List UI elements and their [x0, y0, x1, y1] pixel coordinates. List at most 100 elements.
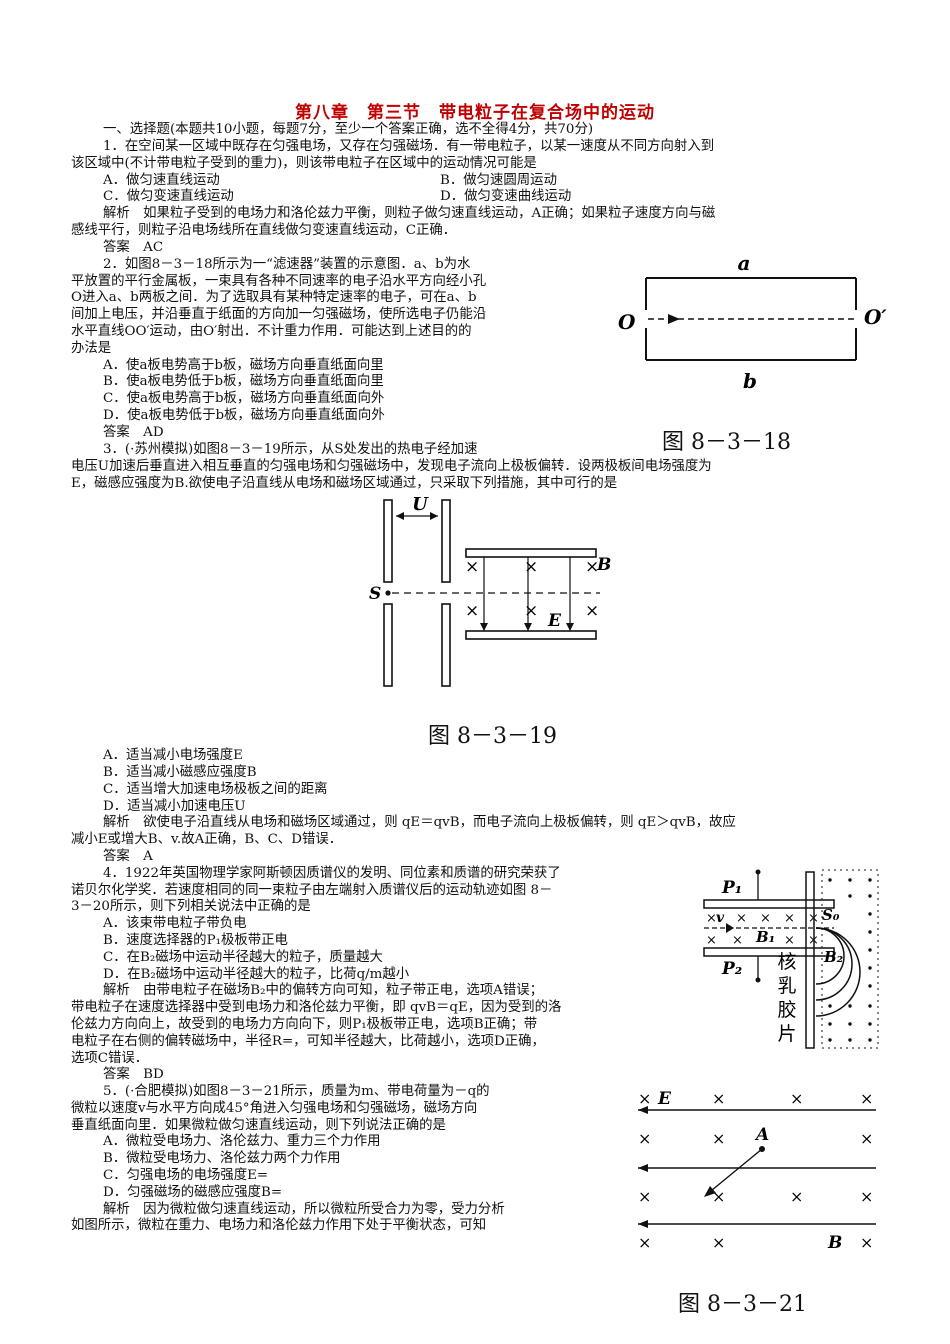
- svg-text:×: ×: [638, 1129, 651, 1148]
- plate-p1: [703, 899, 835, 909]
- q4-stem-line: 3－20所示，则下列相关说法中正确的是: [71, 899, 311, 914]
- q2-stem-line: 水平直线OO′运动，由O′射出．不计重力作用．可能达到上述目的的: [71, 324, 472, 339]
- label-e: E: [657, 1089, 672, 1109]
- svg-text:×: ×: [760, 911, 771, 926]
- label-a: a: [738, 251, 751, 275]
- q2-stem-line: 2．如图8－3－18所示为一“滤速器”装置的示意图．a、b为水: [103, 257, 471, 272]
- q4-stem-line: 诺贝尔化学奖．若速度相同的同一束粒子由左端射入质谱仪后的运动轨迹如图 8－: [71, 883, 553, 898]
- velocity-line: [705, 1148, 763, 1196]
- q3-analysis-line: 解析 欲使电子沿直线从电场和磁场区域通过，则 qE＝qvB，而电子流向上极板偏转…: [103, 815, 736, 830]
- q4-option-a: A．该束带电粒子带负电: [103, 916, 247, 931]
- svg-text:×: ×: [585, 557, 599, 577]
- svg-text:×: ×: [790, 1187, 803, 1206]
- q3-answer: 答案 A: [103, 849, 153, 864]
- q5-option-c: C．匀强电场的电场强度E=: [103, 1168, 269, 1183]
- q4-analysis-line: 带电粒子在速度选择器中受到电场力和洛伦兹力平衡，即 qvB＝qE，因为受到的洛: [71, 1000, 562, 1015]
- label-s0: S₀: [822, 906, 840, 924]
- section-intro: 一、选择题(本题共10小题，每题7分，至少一个答案正确，选不全得4分，共70分): [103, 122, 594, 137]
- figure-caption: 图 8－3－18: [662, 430, 791, 455]
- svg-text:×: ×: [638, 1233, 651, 1252]
- q4-option-d: D．在B₂磁场中运动半径越大的粒子，比荷q/m越小: [103, 967, 410, 982]
- svg-text:×: ×: [638, 1187, 651, 1206]
- figure-caption: 图 8－3－21: [678, 1292, 807, 1317]
- q3-stem-line: 电压U加速后垂直进入相互垂直的匀强电场和匀强磁场中，发现电子流向上极板偏转．设两…: [71, 459, 712, 474]
- svg-text:×: ×: [784, 911, 795, 926]
- svg-text:×: ×: [784, 933, 795, 948]
- figure-8-3-20: P₁ P₂ v ××××× ×××× B₁ S₀ B₂ 核 乳 胶 片: [703, 869, 879, 1049]
- q2-option-d: D．使a板电势低于b板，磁场方向垂直纸面向外: [103, 408, 385, 423]
- q4-analysis-line: 伦兹力方向向上，故受到的电场力方向向下，则P₁极板带正电，选项B正确；带: [71, 1017, 538, 1032]
- label-s: S: [369, 584, 381, 604]
- q4-option-b: B．速度选择器的P₁极板带正电: [103, 933, 288, 948]
- q5-analysis-line: 解析 因为微粒做匀速直线运动，所以微粒所受合力为零，受力分析: [103, 1202, 505, 1217]
- q3-option-d: D．适当减小加速电压U: [103, 799, 246, 814]
- q1-analysis-line: 解析 如果粒子受到的电场力和洛伦兹力平衡，则粒子做匀速直线运动，A正确；如果粒子…: [103, 206, 716, 221]
- q4-answer: 答案 BD: [103, 1067, 164, 1082]
- q4-analysis-line: 选项C错误．: [71, 1051, 149, 1066]
- q2-stem-line: O进入a、b两板之间．为了选取具有某种特定速率的电子，可在a、b: [71, 290, 477, 305]
- film-label: 核: [777, 951, 796, 973]
- label-b: B: [827, 1233, 842, 1253]
- q4-option-c: C．在B₂磁场中运动半径越大的粒子，质量越大: [103, 950, 383, 965]
- svg-text:×: ×: [860, 1187, 873, 1206]
- q3-option-a: A．适当减小电场强度E: [103, 748, 243, 763]
- figure-8-3-18: a b O O′: [618, 251, 887, 393]
- q3-stem-line: 3．(·苏州模拟)如图8－3－19所示，从S处发出的热电子经加速: [103, 442, 478, 457]
- film-label: 乳: [777, 975, 796, 997]
- q1-answer: 答案 AC: [103, 240, 164, 255]
- q2-stem-line: 办法是: [71, 341, 112, 356]
- q2-stem-line: 间加上电压，并沿垂直于纸面的方向加一匀强磁场，使所选电子仍能沿: [71, 307, 487, 322]
- q1-stem-line: 1．在空间某一区域中既存在匀强电场，又存在匀强磁场．有一带电粒子，以某一速度从不…: [103, 139, 715, 154]
- q5-stem-line: 5．(·合肥模拟)如图8－3－21所示，质量为m、带电荷量为－q的: [103, 1084, 490, 1099]
- q1-option-a: A．做匀速直线运动: [103, 173, 220, 188]
- label-a: A: [754, 1125, 769, 1145]
- label-o: O: [618, 310, 636, 334]
- svg-text:×: ×: [860, 1129, 873, 1148]
- svg-text:×: ×: [790, 1089, 803, 1108]
- q2-option-c: C．使a板电势高于b板，磁场方向垂直纸面向外: [103, 391, 385, 406]
- q5-option-b: B．微粒受电场力、洛伦兹力两个力作用: [103, 1151, 341, 1166]
- q2-stem-line: 平放置的平行金属板，一束具有各种不同速率的电子沿水平方向经小孔: [71, 274, 487, 289]
- label-p2: P₂: [721, 959, 742, 979]
- label-b1: B₁: [755, 928, 775, 946]
- label-v: v: [716, 910, 725, 926]
- plate-p2: [703, 947, 835, 957]
- q5-stem-line: 垂直纸面向里．如果微粒做匀速直线运动，则下列说法正确的是: [71, 1118, 446, 1133]
- q3-analysis-line: 减小E或增大B、v.故A正确，B、C、D错误．: [71, 832, 343, 847]
- film-label: 胶: [777, 999, 796, 1021]
- q4-analysis-line: 解析 由带电粒子在磁场B₂中的偏转方向可知，粒子带正电，选项A错误；: [103, 983, 543, 998]
- q3-option-c: C．适当增大加速电场极板之间的距离: [103, 782, 328, 797]
- label-b: B: [596, 555, 611, 575]
- q2-option-b: B．使a板电势低于b板，磁场方向垂直纸面向里: [103, 374, 384, 389]
- q1-stem-line: 该区域中(不计带电粒子受到的重力)，则该带电粒子在区域中的运动情况可能是: [71, 156, 537, 171]
- q3-option-b: B．适当减小磁感应强度B: [103, 765, 257, 780]
- figure-caption: 图 8－3－19: [428, 724, 557, 749]
- svg-text:×: ×: [465, 557, 479, 577]
- svg-text:×: ×: [524, 601, 538, 621]
- q1-option-c: C．做匀变速直线运动: [103, 189, 234, 204]
- label-b: b: [743, 369, 757, 393]
- label-o-prime: O′: [864, 305, 887, 329]
- source-point: [385, 590, 391, 596]
- label-u: U: [412, 494, 429, 515]
- svg-text:×: ×: [465, 601, 479, 621]
- svg-text:×: ×: [712, 1233, 725, 1252]
- photo-film: [805, 871, 815, 1049]
- svg-text:×: ×: [638, 1089, 651, 1108]
- q1-option-b: B．做匀速圆周运动: [440, 173, 557, 188]
- label-p1: P₁: [721, 878, 742, 898]
- svg-text:×: ×: [736, 911, 747, 926]
- q2-answer: 答案 AD: [103, 425, 164, 440]
- beam-arrow: [668, 314, 680, 324]
- trajectory: [815, 927, 861, 1017]
- svg-text:×: ×: [860, 1233, 873, 1252]
- q1-option-d: D．做匀变速曲线运动: [440, 189, 572, 204]
- svg-text:×: ×: [860, 1089, 873, 1108]
- svg-text:×: ×: [524, 557, 538, 577]
- svg-text:×: ×: [706, 911, 717, 926]
- q5-option-a: A．微粒受电场力、洛伦兹力、重力三个力作用: [103, 1134, 381, 1149]
- svg-text:×: ×: [712, 1129, 725, 1148]
- film-label: 片: [777, 1023, 796, 1045]
- q1-analysis-line: 感线平行，则粒子沿电场线所在直线做匀变速直线运动，C正确．: [71, 223, 457, 238]
- page-title: 第八章 第三节 带电粒子在复合场中的运动: [295, 103, 655, 123]
